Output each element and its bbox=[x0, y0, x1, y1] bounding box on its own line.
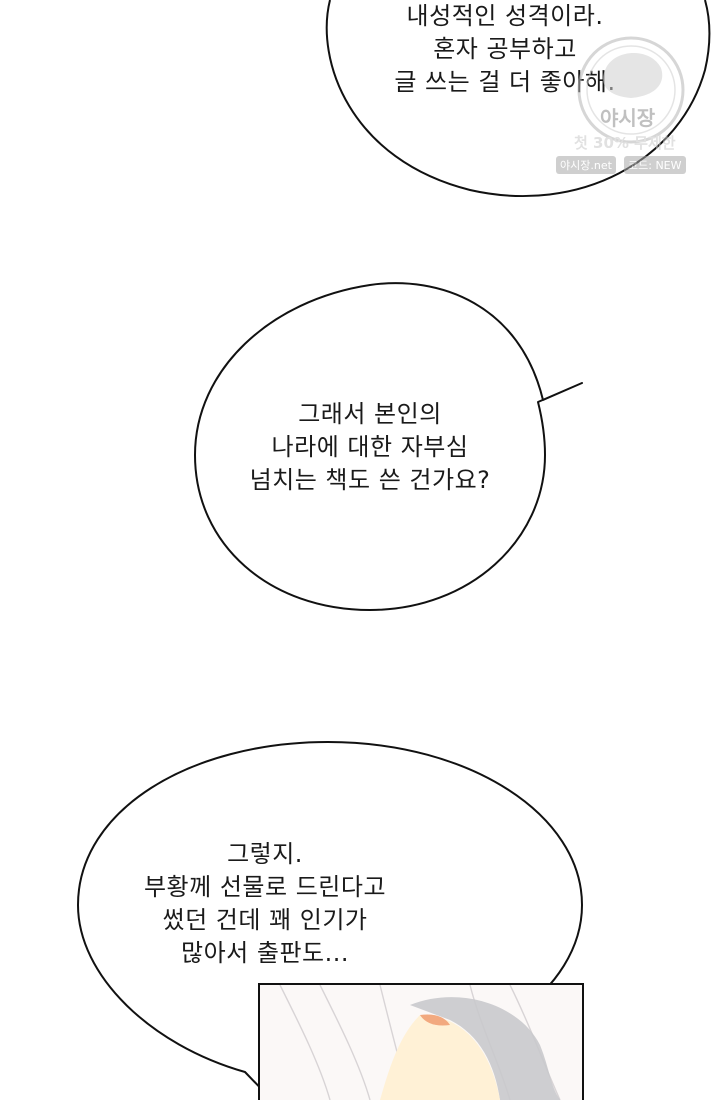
bubble-line: 부황께 선물로 드린다고 bbox=[143, 873, 387, 901]
art-panel bbox=[258, 983, 584, 1100]
watermark-emblem-icon bbox=[577, 36, 685, 144]
bubble-line: 혼자 공부하고 bbox=[433, 35, 577, 63]
bubble-2-outline bbox=[194, 282, 583, 611]
site-watermark: 야시장 첫 30% 무제한 야시장.net 코드: NEW bbox=[556, 28, 706, 174]
bubble-line: 내성적인 성격이라. bbox=[406, 2, 604, 30]
character-hair-illustration bbox=[260, 985, 582, 1100]
bubble-line: 그렇지. bbox=[227, 840, 303, 868]
bubble-line: 썼던 건데 꽤 인기가 bbox=[162, 906, 368, 934]
bubble-line: 많아서 출판도... bbox=[181, 939, 349, 967]
watermark-site-tag: 야시장.net bbox=[556, 156, 616, 174]
watermark-title: 야시장 bbox=[600, 106, 656, 130]
bubble-line: 나라에 대한 자부심 bbox=[271, 433, 469, 461]
bubble-line: 그래서 본인의 bbox=[298, 400, 442, 428]
bubble-line: 넘치는 책도 쓴 건가요? bbox=[249, 466, 491, 494]
bubble-3-text: 그렇지. 부황께 선물로 드린다고 썼던 건데 꽤 인기가 많아서 출판도... bbox=[110, 838, 420, 970]
watermark-code-tag: 코드: NEW bbox=[624, 156, 686, 174]
watermark-promo: 첫 30% 무제한 bbox=[574, 134, 676, 152]
bubble-2-text: 그래서 본인의 나라에 대한 자부심 넘치는 책도 쓴 건가요? bbox=[220, 398, 520, 497]
